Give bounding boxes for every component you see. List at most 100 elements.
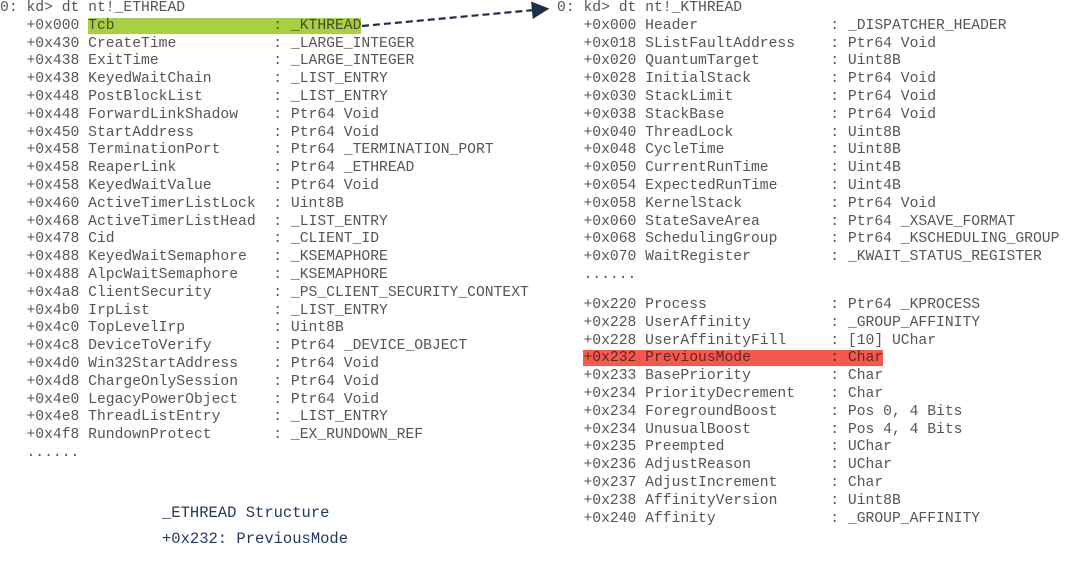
field-offset: +0x4e0 <box>26 391 80 408</box>
struct-row: +0x040 ThreadLock : Uint8B <box>557 125 1059 143</box>
field-definition: CreateTime : _LARGE_INTEGER <box>88 35 415 52</box>
struct-row: +0x054 ExpectedRunTime : Uint4B <box>557 178 1059 196</box>
field-offset: +0x4d8 <box>26 373 80 390</box>
field-definition: BasePriority : Char <box>645 368 884 385</box>
kthread-dump-bottom: +0x220 Process : Ptr64 _KPROCESS +0x228 … <box>557 297 980 528</box>
struct-row: +0x228 UserAffinityFill : [10] UChar <box>557 333 980 351</box>
ellipsis: ...... <box>557 267 1059 285</box>
struct-row: +0x488 KeyedWaitSemaphore : _KSEMAPHORE <box>0 249 529 267</box>
field-definition: ThreadListEntry : _LIST_ENTRY <box>88 409 388 426</box>
field-definition: QuantumTarget : Uint8B <box>645 53 901 70</box>
struct-row: +0x450 StartAddress : Ptr64 Void <box>0 125 529 143</box>
field-offset: +0x460 <box>26 195 80 212</box>
field-definition: ForwardLinkShadow : Ptr64 Void <box>88 106 380 123</box>
field-offset: +0x430 <box>26 35 80 52</box>
struct-row: +0x233 BasePriority : Char <box>557 368 980 386</box>
field-definition: PriorityDecrement : Char <box>645 385 884 402</box>
struct-row: +0x478 Cid : _CLIENT_ID <box>0 231 529 249</box>
field-offset: +0x240 <box>583 510 637 527</box>
field-offset: +0x4f8 <box>26 427 80 444</box>
field-offset: +0x018 <box>583 35 637 52</box>
field-offset: +0x448 <box>26 88 80 105</box>
struct-row: +0x220 Process : Ptr64 _KPROCESS <box>557 297 980 315</box>
field-definition: Preempted : UChar <box>645 439 892 456</box>
field-offset: +0x068 <box>583 231 637 248</box>
field-definition: ActiveTimerListHead : _LIST_ENTRY <box>88 213 388 230</box>
struct-row: +0x236 AdjustReason : UChar <box>557 457 980 475</box>
field-offset: +0x478 <box>26 231 80 248</box>
struct-row: +0x4b0 IrpList : _LIST_ENTRY <box>0 303 529 321</box>
field-definition: Header : _DISPATCHER_HEADER <box>645 17 1007 34</box>
struct-row: +0x240 Affinity : _GROUP_AFFINITY <box>557 511 980 529</box>
struct-row: +0x234 PriorityDecrement : Char <box>557 386 980 404</box>
ethread-command: 0: kd> dt nt!_ETHREAD <box>0 0 186 16</box>
struct-row: +0x448 ForwardLinkShadow : Ptr64 Void <box>0 107 529 125</box>
field-offset: +0x4b0 <box>26 302 80 319</box>
field-offset: +0x040 <box>583 124 637 141</box>
field-offset: +0x458 <box>26 142 80 159</box>
struct-row: +0x232 PreviousMode : Char <box>557 350 980 368</box>
struct-row: +0x438 ExitTime : _LARGE_INTEGER <box>0 53 529 71</box>
struct-row: +0x458 ReaperLink : Ptr64 _ETHREAD <box>0 160 529 178</box>
field-definition: SchedulingGroup : Ptr64 _KSCHEDULING_GRO… <box>645 231 1060 248</box>
field-offset: +0x488 <box>26 266 80 283</box>
struct-row: +0x068 SchedulingGroup : Ptr64 _KSCHEDUL… <box>557 231 1059 249</box>
kthread-dump-top: 0: kd> dt nt!_KTHREAD +0x000 Header : _D… <box>557 0 1059 285</box>
field-definition: TopLevelIrp : Uint8B <box>88 320 344 337</box>
field-definition: PreviousMode : Char <box>645 350 884 367</box>
struct-row: +0x018 SListFaultAddress : Ptr64 Void <box>557 36 1059 54</box>
field-offset: +0x050 <box>583 160 637 177</box>
field-offset: +0x468 <box>26 213 80 230</box>
struct-row: +0x030 StackLimit : Ptr64 Void <box>557 89 1059 107</box>
field-offset: +0x220 <box>583 297 637 313</box>
field-definition: IrpList : _LIST_ENTRY <box>88 302 388 319</box>
field-definition: DeviceToVerify : Ptr64 _DEVICE_OBJECT <box>88 338 468 355</box>
field-definition: ActiveTimerListLock : Uint8B <box>88 195 344 212</box>
ellipsis-text: ...... <box>583 266 637 283</box>
field-offset: +0x450 <box>26 124 80 141</box>
field-offset: +0x234 <box>583 385 637 402</box>
struct-row: +0x468 ActiveTimerListHead : _LIST_ENTRY <box>0 214 529 232</box>
field-offset: +0x4d0 <box>26 355 80 372</box>
struct-row: +0x448 PostBlockList : _LIST_ENTRY <box>0 89 529 107</box>
field-definition: AdjustReason : UChar <box>645 457 892 474</box>
field-definition: UserAffinityFill : [10] UChar <box>645 332 937 349</box>
caption-title: _ETHREAD Structure <box>162 504 330 522</box>
field-definition: ReaperLink : Ptr64 _ETHREAD <box>88 160 415 177</box>
field-definition: ClientSecurity : _PS_CLIENT_SECURITY_CON… <box>88 284 529 301</box>
field-offset: +0x038 <box>583 106 637 123</box>
struct-row: +0x4d8 ChargeOnlySession : Ptr64 Void <box>0 374 529 392</box>
kthread-command: 0: kd> dt nt!_KTHREAD <box>557 0 743 16</box>
struct-row: +0x235 Preempted : UChar <box>557 439 980 457</box>
field-offset: +0x048 <box>583 142 637 159</box>
field-offset: +0x438 <box>26 71 80 88</box>
field-definition: ForegroundBoost : Pos 0, 4 Bits <box>645 403 963 420</box>
struct-row: +0x4e8 ThreadListEntry : _LIST_ENTRY <box>0 409 529 427</box>
field-definition: Cid : _CLIENT_ID <box>88 231 380 248</box>
field-definition: UserAffinity : _GROUP_AFFINITY <box>645 314 981 331</box>
field-offset: +0x234 <box>583 403 637 420</box>
struct-row: +0x038 StackBase : Ptr64 Void <box>557 107 1059 125</box>
field-definition: CurrentRunTime : Uint4B <box>645 160 901 177</box>
field-offset: +0x228 <box>583 314 637 331</box>
field-offset: +0x000 <box>583 17 637 34</box>
field-offset: +0x070 <box>583 249 637 266</box>
field-definition: RundownProtect : _EX_RUNDOWN_REF <box>88 427 424 444</box>
field-definition: StartAddress : Ptr64 Void <box>88 124 380 141</box>
field-offset: +0x237 <box>583 474 637 491</box>
field-definition: KeyedWaitChain : _LIST_ENTRY <box>88 71 388 88</box>
struct-row: +0x458 TerminationPort : Ptr64 _TERMINAT… <box>0 142 529 160</box>
field-definition: AffinityVersion : Uint8B <box>645 492 901 509</box>
highlight-previousmode: +0x232 PreviousMode : Char <box>583 350 884 367</box>
field-offset: +0x236 <box>583 457 637 474</box>
ethread-dump: 0: kd> dt nt!_ETHREAD +0x000 Tcb : _KTHR… <box>0 0 529 463</box>
field-offset: +0x020 <box>583 53 637 70</box>
struct-row: +0x458 KeyedWaitValue : Ptr64 Void <box>0 178 529 196</box>
field-definition: KernelStack : Ptr64 Void <box>645 195 937 212</box>
field-offset: +0x030 <box>583 88 637 105</box>
struct-row: +0x020 QuantumTarget : Uint8B <box>557 53 1059 71</box>
struct-row: +0x058 KernelStack : Ptr64 Void <box>557 196 1059 214</box>
struct-row: +0x4e0 LegacyPowerObject : Ptr64 Void <box>0 392 529 410</box>
struct-row: +0x4c8 DeviceToVerify : Ptr64 _DEVICE_OB… <box>0 338 529 356</box>
